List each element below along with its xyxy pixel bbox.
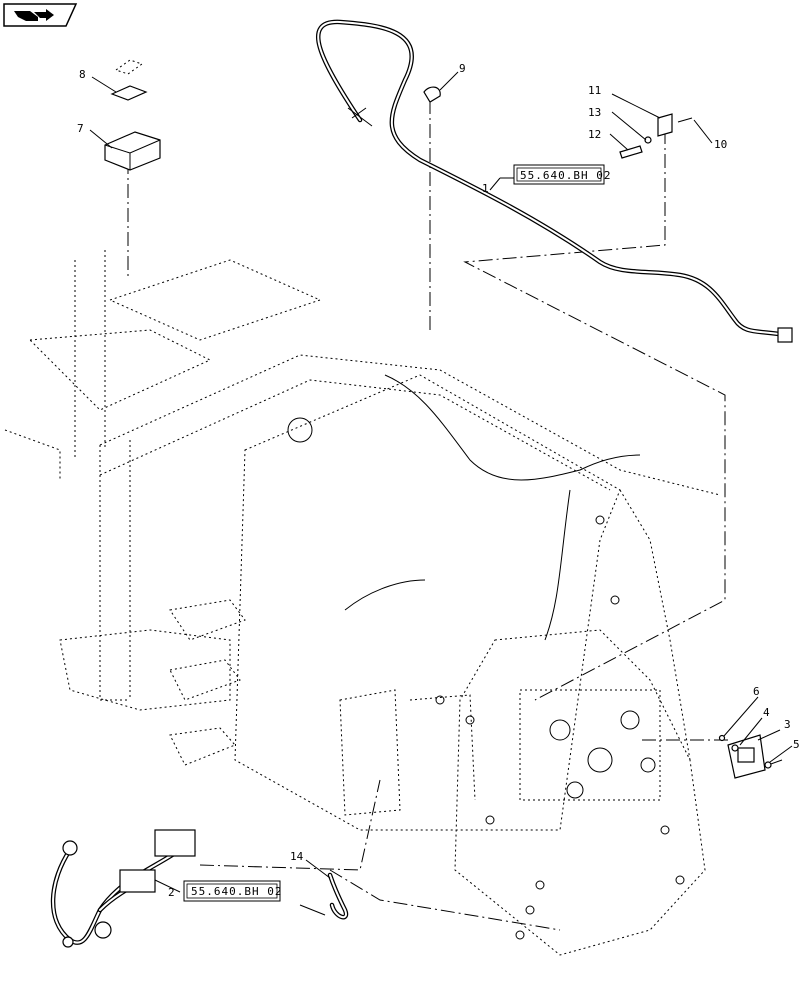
- callout-12: 12: [588, 128, 601, 141]
- book-arrow-icon[interactable]: [3, 3, 78, 27]
- part-1-cable-harness[interactable]: [315, 19, 793, 343]
- tractor-frame: [4, 250, 721, 956]
- callout-11: 11: [588, 84, 601, 97]
- reference-link-1[interactable]: 55.640.BH 02: [513, 164, 611, 185]
- reference-label-1: 55.640.BH 02: [520, 169, 611, 182]
- part-13-washer[interactable]: [644, 136, 652, 144]
- callout-6: 6: [753, 685, 760, 698]
- callout-numbers: 1 2 3 4 5 6 7 8 9 10 11 12 13 14: [77, 62, 800, 899]
- callout-7: 7: [77, 122, 84, 135]
- callout-5: 5: [793, 738, 800, 751]
- part-5-bolt[interactable]: [764, 759, 783, 769]
- reference-label-2: 55.640.BH 02: [191, 885, 282, 898]
- reference-link-2[interactable]: 55.640.BH 02: [183, 880, 282, 902]
- part-14-strap[interactable]: [299, 872, 349, 920]
- callout-9: 9: [459, 62, 466, 75]
- callout-3: 3: [784, 718, 791, 731]
- callout-2: 2: [168, 886, 175, 899]
- callout-13: 13: [588, 106, 601, 119]
- callout-8: 8: [79, 68, 86, 81]
- leader-lines: [127, 100, 728, 931]
- callout-14: 14: [290, 850, 304, 863]
- callout-1: 1: [482, 182, 489, 195]
- part-4-washer[interactable]: [731, 744, 739, 752]
- part-12-bolt[interactable]: [619, 145, 643, 159]
- callout-10: 10: [714, 138, 727, 151]
- part-9-clip[interactable]: [423, 86, 441, 103]
- part-11-bracket[interactable]: [657, 113, 673, 137]
- part-7-module[interactable]: [104, 131, 161, 171]
- part-8-pad[interactable]: [110, 59, 148, 101]
- part-6-nut[interactable]: [718, 734, 726, 742]
- callout-4: 4: [763, 706, 770, 719]
- part-2-wiring-harness[interactable]: [50, 829, 196, 948]
- part-10-pin[interactable]: [677, 117, 693, 123]
- callout-leaders: [89, 71, 793, 893]
- part-3-bracket[interactable]: [727, 734, 766, 779]
